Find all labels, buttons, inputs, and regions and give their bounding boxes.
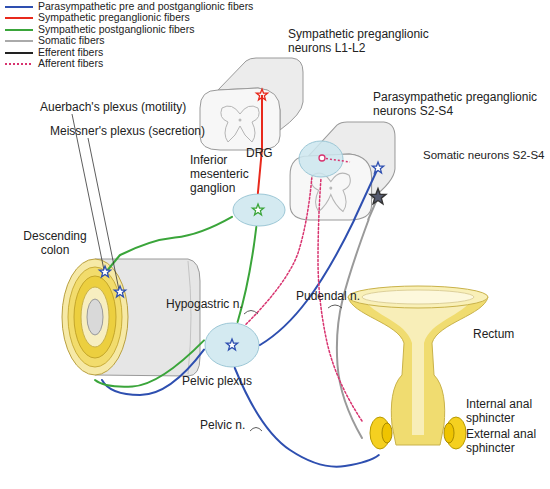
afferent-fiber bbox=[322, 158, 350, 162]
rectum-lumen bbox=[364, 299, 472, 435]
internal-sphincter bbox=[382, 423, 392, 443]
colon-cylinder: Descending colon bbox=[60, 255, 200, 380]
red-fiber bbox=[261, 95, 263, 150]
legend-text: Sympathetic postganglionic fibers bbox=[38, 24, 194, 35]
node-label: Sympathetic preganglionic neurons L1-L2 bbox=[288, 27, 440, 55]
nerve-fiber bbox=[235, 368, 379, 467]
neuron-star bbox=[226, 339, 237, 350]
node-outline bbox=[60, 255, 200, 380]
node-label: Parasympathetic preganglionic neurons S2… bbox=[373, 90, 550, 118]
colon-submucosa bbox=[74, 276, 116, 358]
legend-line-sample bbox=[4, 2, 34, 12]
colon-muscle bbox=[68, 267, 122, 367]
bracket bbox=[328, 305, 342, 308]
ganglion-outline bbox=[205, 323, 259, 367]
node-label: DRG bbox=[246, 146, 273, 160]
colon-serosa bbox=[62, 259, 128, 375]
cord-group bbox=[200, 58, 303, 150]
plexus-star bbox=[114, 286, 125, 297]
legend-line bbox=[5, 29, 33, 31]
node-outline bbox=[196, 58, 304, 150]
legend-line bbox=[5, 52, 33, 54]
legend-line bbox=[5, 40, 33, 42]
node-outline bbox=[204, 322, 260, 368]
legend-line bbox=[5, 63, 33, 65]
nerve-fiber bbox=[120, 217, 232, 255]
gray-matter bbox=[221, 106, 259, 142]
legend-line-sample bbox=[4, 36, 34, 46]
colon-mucosa bbox=[81, 287, 109, 347]
neuron-star bbox=[256, 89, 267, 100]
internal-sphincter bbox=[444, 423, 454, 443]
annotation-label: External anal sphincter bbox=[466, 427, 548, 455]
leader-line bbox=[72, 114, 104, 270]
nerve-fiber bbox=[95, 340, 204, 386]
legend-line-sample bbox=[4, 48, 34, 58]
neuron-star bbox=[252, 204, 263, 215]
node-label: Pelvic plexus bbox=[182, 374, 252, 388]
nerve-fiber bbox=[260, 220, 354, 345]
node-label: Descending colon bbox=[18, 229, 92, 257]
legend-line-sample bbox=[4, 59, 34, 69]
legend-text: Somatic fibers bbox=[38, 35, 105, 46]
ganglion-ellipse: Inferior mesenteric ganglion bbox=[232, 193, 286, 227]
spinal-cord-segment: Sympathetic preganglionic neurons L1-L2 bbox=[196, 58, 304, 150]
annotation-label: Somatic neurons S2-S4 bbox=[423, 148, 544, 162]
annotation-label: Internal anal sphincter bbox=[466, 397, 548, 425]
colon-lumen bbox=[87, 299, 103, 335]
ganglion-outline bbox=[233, 194, 285, 226]
annotation-label: Auerbach's plexus (motility) bbox=[40, 100, 186, 114]
legend-line-sample bbox=[4, 13, 34, 23]
leader-line bbox=[88, 138, 119, 290]
legend-line-sample bbox=[4, 25, 34, 35]
blue-fiber bbox=[354, 168, 378, 220]
node-outline bbox=[232, 193, 286, 227]
rectum-funnel: Rectum bbox=[362, 285, 474, 455]
colon-shade bbox=[188, 261, 191, 374]
node-outline bbox=[286, 122, 396, 220]
legend-text: Afferent fibers bbox=[38, 58, 103, 69]
cord-face bbox=[200, 88, 280, 150]
central-canal bbox=[329, 186, 332, 189]
green-fiber bbox=[106, 255, 120, 272]
legend-text: Parasympathetic pre and postganglionic f… bbox=[38, 1, 253, 12]
bracket bbox=[244, 311, 258, 315]
legend-line bbox=[5, 17, 33, 19]
central-canal bbox=[239, 119, 242, 122]
node-label: Rectum bbox=[473, 327, 514, 341]
legend-text: Sympathetic preganglionic fibers bbox=[38, 12, 190, 23]
nerve-label: Pudendal n. bbox=[296, 289, 360, 303]
nerve-fiber bbox=[258, 150, 262, 193]
node-outline bbox=[298, 140, 344, 178]
bracket bbox=[250, 428, 262, 432]
gray-matter bbox=[311, 173, 350, 211]
node-label: Inferior mesenteric ganglion bbox=[190, 153, 260, 195]
rectum-opening bbox=[362, 290, 474, 304]
drg-cell bbox=[319, 155, 325, 161]
somatic-neuron-star bbox=[370, 189, 386, 204]
nerve-label: Hypogastric n. bbox=[166, 297, 243, 311]
nerve-label: Pelvic n. bbox=[200, 418, 245, 432]
spinal-cord-segment: Parasympathetic preganglionic neurons S2… bbox=[286, 122, 396, 220]
somatic-fiber bbox=[368, 197, 378, 220]
node-outline bbox=[362, 285, 474, 455]
plexus-ellipse: Pelvic plexus bbox=[204, 322, 260, 368]
drg-ganglion: DRG bbox=[298, 140, 344, 178]
plexus-star bbox=[99, 266, 110, 277]
legend-text: Efferent fibers bbox=[38, 47, 103, 58]
annotation-label: Meissner's plexus (secretion) bbox=[50, 124, 205, 138]
neuron-star bbox=[372, 162, 383, 173]
legend-line bbox=[5, 6, 33, 8]
nerve-fiber bbox=[102, 350, 204, 395]
ganglion-outline bbox=[299, 141, 343, 177]
rectum-rim bbox=[348, 286, 488, 308]
cord-group bbox=[290, 122, 395, 220]
